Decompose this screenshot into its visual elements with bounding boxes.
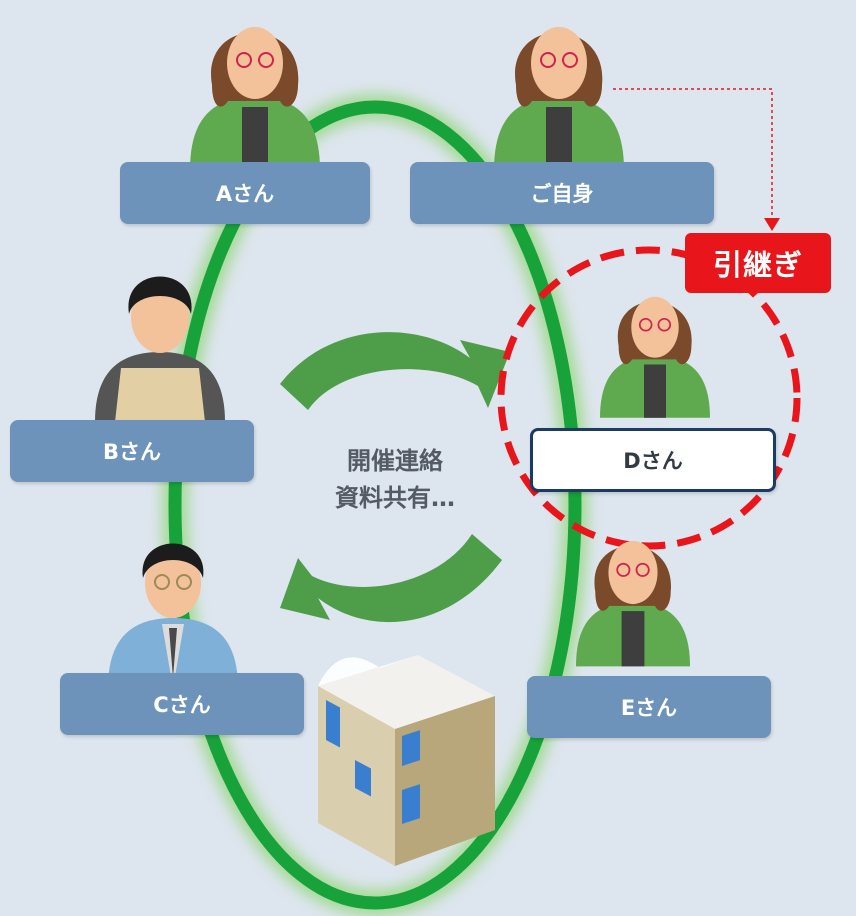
center-text-line-1: 開催連絡 [347,447,443,475]
person-a-avatar [190,27,320,170]
person-b-label: Bさん [10,420,254,482]
person-d-label: Dさん [530,428,776,492]
person-d-avatar [600,296,710,418]
person-c-avatar [108,543,238,688]
self-avatar [494,27,624,170]
center-text: 開催連絡 資料共有… [290,443,500,517]
person-b-avatar [95,276,225,422]
arrow-bottom [280,534,502,623]
center-text-line-2: 資料共有… [335,484,455,512]
person-a-label: Aさん [120,162,370,224]
arrow-top [280,332,510,410]
person-c-label: Cさん [60,673,304,735]
handover-badge: 引継ぎ [685,233,831,293]
person-e-label: Eさん [527,676,771,738]
self-label: ご自身 [410,162,714,224]
person-e-avatar [576,540,690,667]
